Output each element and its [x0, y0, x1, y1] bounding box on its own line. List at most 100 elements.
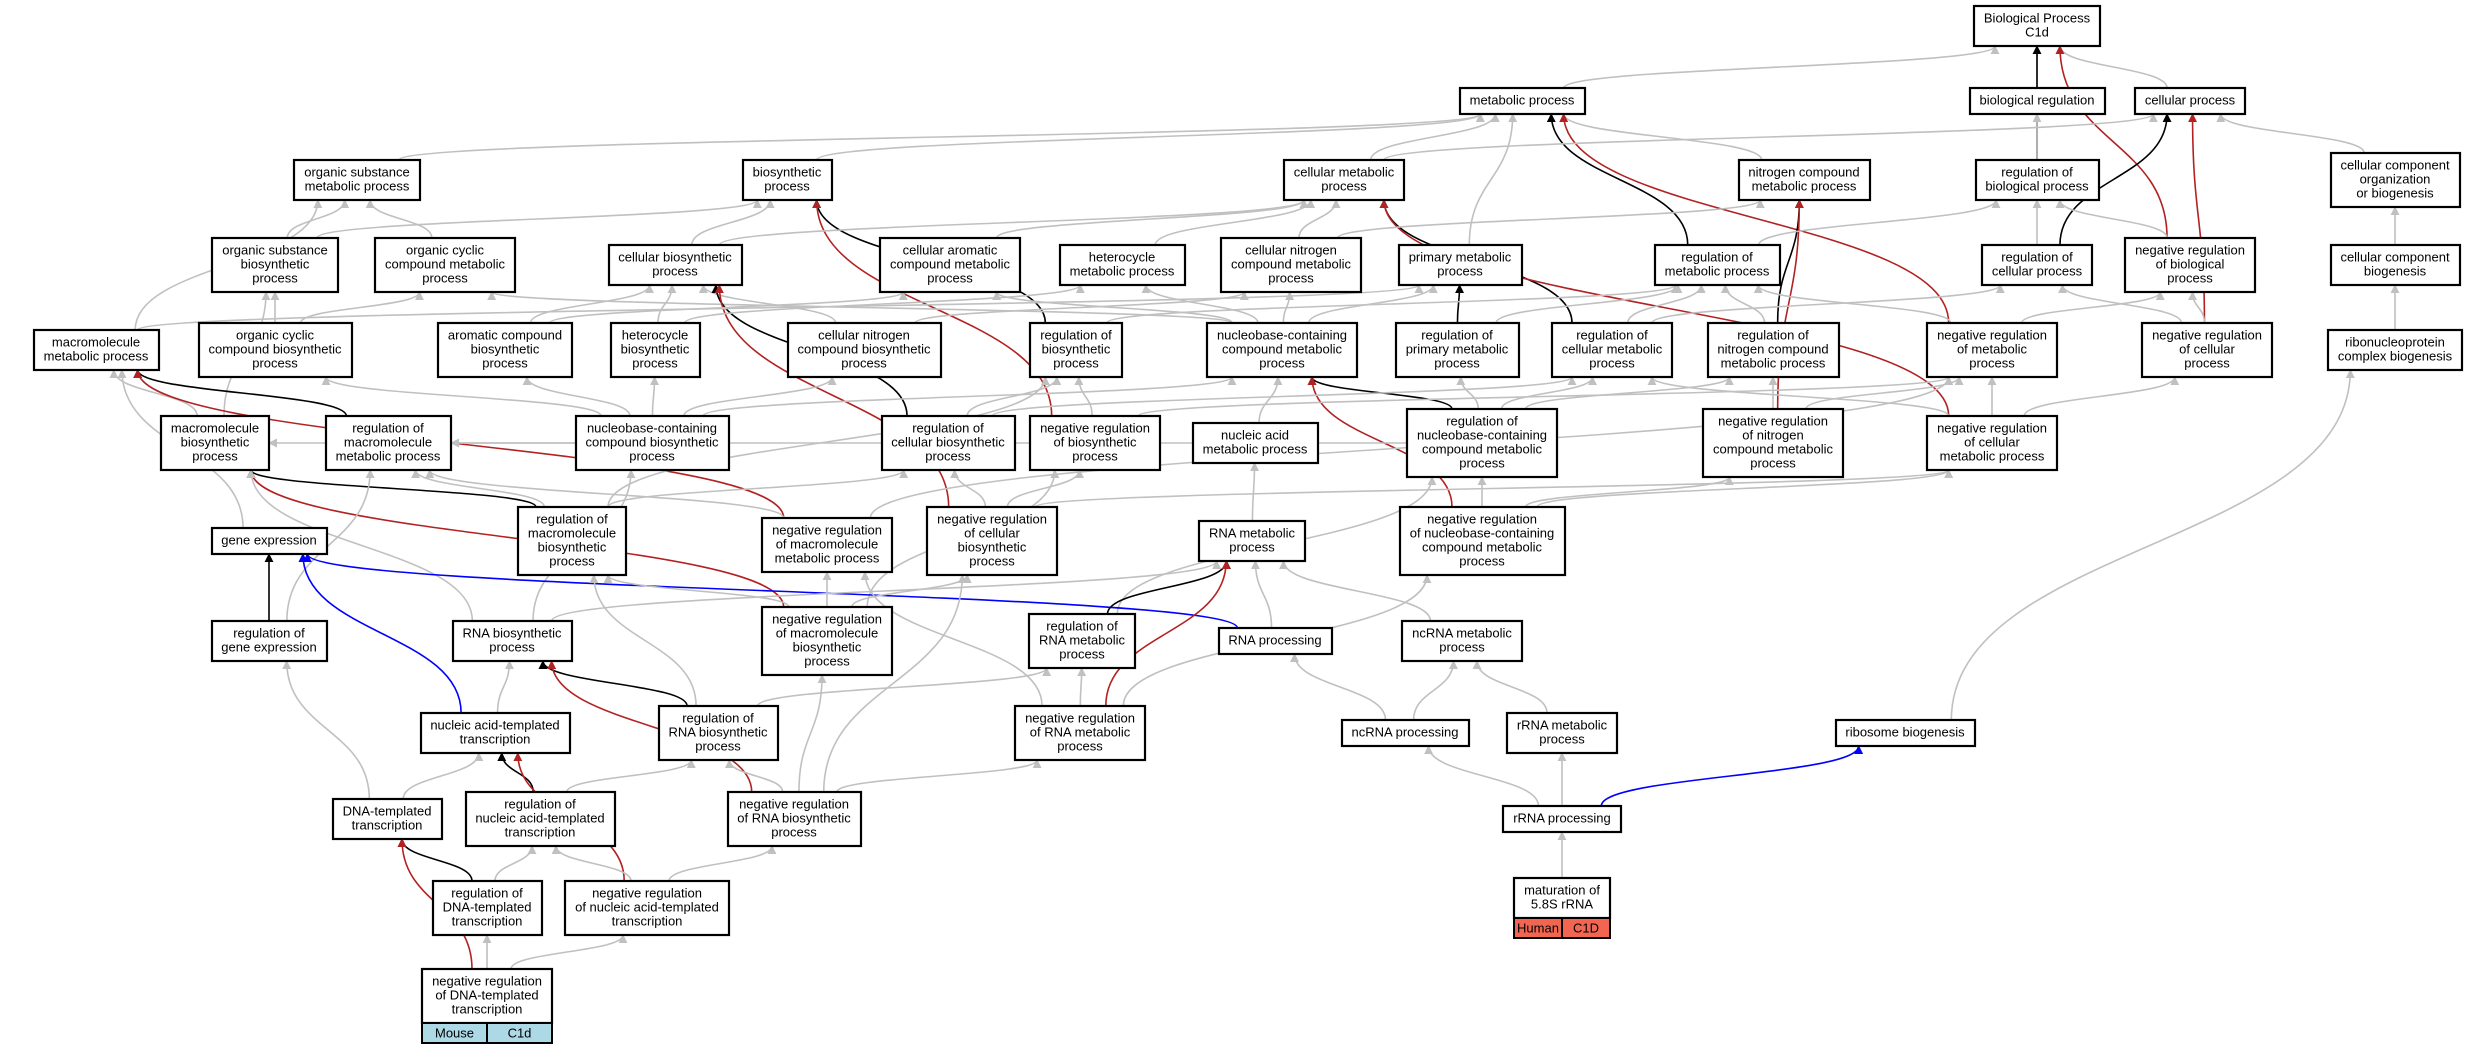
node-box[interactable] — [1217, 626, 1334, 656]
node-box[interactable] — [1701, 407, 1845, 479]
node-regnbcmet[interactable]: regulation ofnucleobase-containingcompou… — [1405, 407, 1559, 479]
node-ncrnaproc[interactable]: ncRNA processing — [1340, 718, 1471, 748]
node-box[interactable] — [451, 619, 574, 663]
node-box[interactable] — [1013, 704, 1147, 762]
node-ribobio[interactable]: ribosome biogenesis — [1834, 718, 1977, 748]
node-box[interactable] — [607, 243, 744, 287]
node-box[interactable] — [574, 414, 731, 472]
node-box[interactable] — [2123, 236, 2257, 294]
node-regmacrobio[interactable]: regulation ofmacromoleculebiosyntheticpr… — [516, 505, 628, 577]
node-box[interactable] — [516, 505, 628, 577]
node-box[interactable] — [419, 711, 572, 755]
node-box[interactable] — [324, 414, 453, 472]
node-box[interactable] — [210, 526, 329, 556]
node-box[interactable] — [420, 967, 554, 1025]
node-box[interactable] — [1512, 876, 1612, 920]
node-box[interactable] — [1972, 4, 2102, 48]
node-box[interactable] — [373, 236, 517, 294]
node-cellproc[interactable]: cellular process — [2133, 86, 2247, 116]
node-box[interactable] — [741, 158, 834, 202]
node-box[interactable] — [2329, 151, 2462, 209]
node-box[interactable] — [760, 605, 894, 677]
node-box[interactable] — [292, 158, 422, 202]
node-box[interactable] — [1340, 718, 1471, 748]
node-box[interactable] — [878, 236, 1022, 294]
node-box[interactable] — [1219, 236, 1363, 294]
node-box[interactable] — [1028, 321, 1124, 379]
node-rrnaproc[interactable]: rRNA processing — [1501, 804, 1623, 834]
node-box[interactable] — [1397, 243, 1524, 287]
node-box[interactable] — [464, 790, 617, 848]
node-box[interactable] — [563, 879, 731, 937]
node-box[interactable] — [1400, 619, 1524, 663]
node-bioreg[interactable]: biological regulation — [1968, 86, 2107, 116]
node-box[interactable] — [925, 505, 1059, 577]
node-box[interactable] — [159, 414, 271, 472]
node-box[interactable] — [1398, 505, 1567, 577]
node-box[interactable] — [786, 321, 943, 379]
node-box[interactable] — [1925, 414, 2059, 472]
node-box[interactable] — [1980, 243, 2094, 287]
node-box[interactable] — [1058, 243, 1187, 287]
node-box[interactable] — [1205, 321, 1359, 379]
node-box[interactable] — [1925, 321, 2059, 379]
node-box[interactable] — [1501, 804, 1623, 834]
node-box[interactable] — [2329, 243, 2462, 287]
node-box[interactable] — [1028, 414, 1162, 472]
node-box[interactable] — [1197, 519, 1307, 563]
node-rnaproc[interactable]: RNA processing — [1217, 626, 1334, 656]
node-box[interactable] — [1737, 158, 1872, 202]
node-box[interactable] — [331, 797, 444, 841]
node-box[interactable] — [197, 321, 354, 379]
node-box[interactable] — [726, 790, 863, 848]
node-box[interactable] — [2326, 328, 2464, 372]
node-box[interactable] — [1706, 321, 1841, 379]
node-box[interactable] — [657, 704, 780, 762]
node-box[interactable] — [1550, 321, 1674, 379]
node-box[interactable] — [210, 236, 340, 294]
node-box[interactable] — [210, 619, 329, 663]
